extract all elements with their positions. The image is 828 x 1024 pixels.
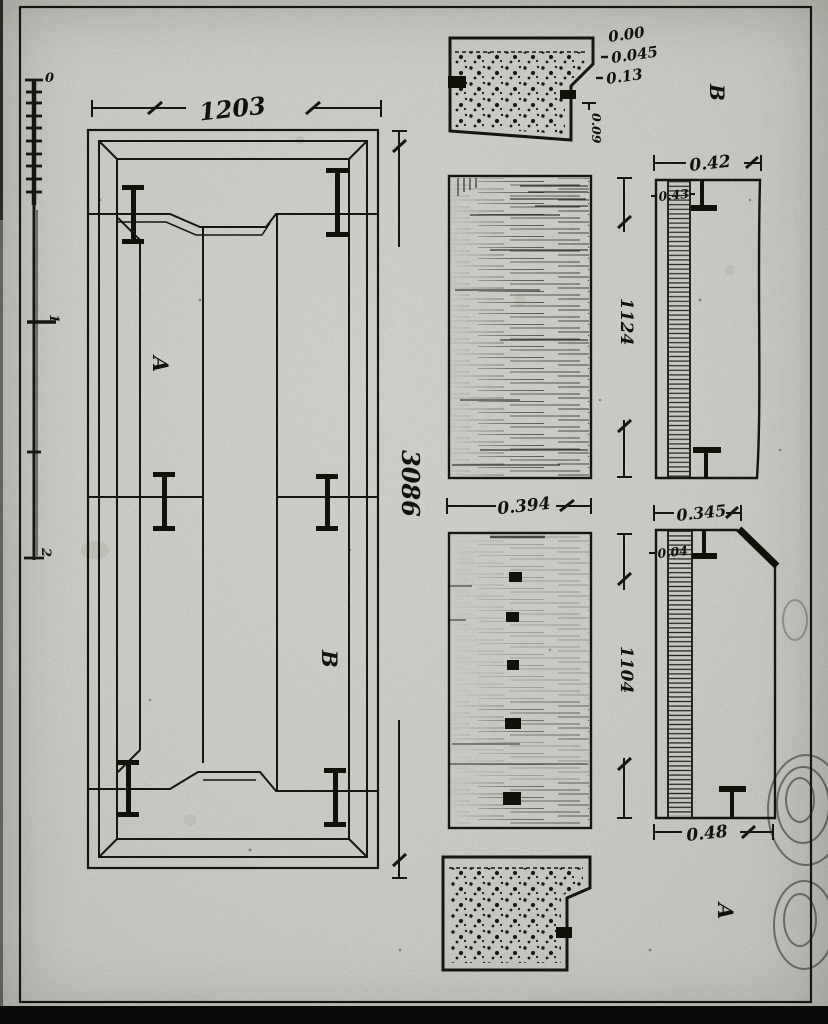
watermark-swirl [767, 599, 828, 970]
left-scan-edge [0, 0, 3, 1024]
bottom-scan-strip [0, 1006, 828, 1024]
